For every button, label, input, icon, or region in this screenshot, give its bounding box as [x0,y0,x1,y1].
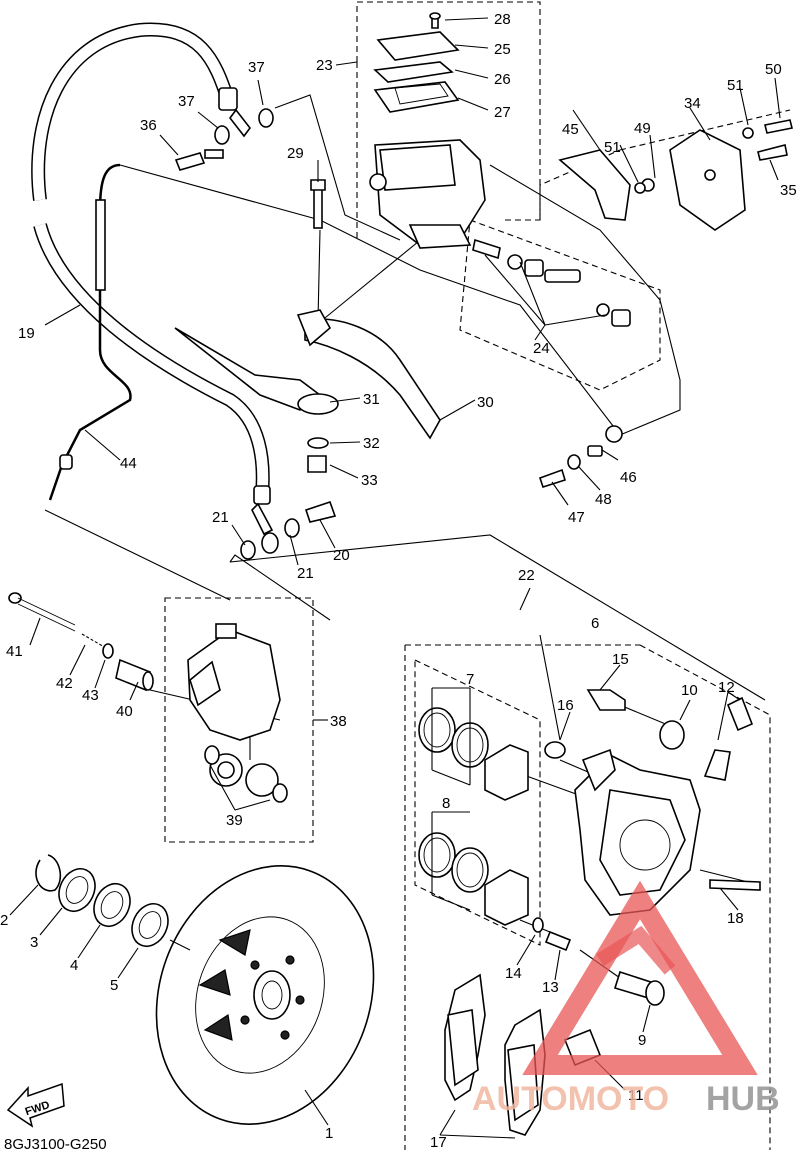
callout-12: 12 [718,679,735,696]
callout-26: 26 [494,71,511,88]
callout-4: 4 [70,957,78,974]
callout-24: 24 [533,340,550,357]
watermark-text-part2: HUB [706,1080,780,1118]
callout-21a: 21 [212,509,229,526]
callout-51b: 51 [604,139,621,156]
callout-15: 15 [612,651,629,668]
callout-44: 44 [120,455,137,472]
callout-13: 13 [542,979,559,996]
callout-46: 46 [620,469,637,486]
callout-6: 6 [591,615,599,632]
callout-45: 45 [562,121,579,138]
callout-1: 1 [325,1125,333,1142]
callout-50: 50 [765,61,782,78]
callout-37a: 37 [248,59,265,76]
pin-assembly [8,592,154,692]
brake-disc [155,865,375,1125]
callout-8: 8 [442,795,450,812]
callout-30: 30 [477,394,494,411]
watermark-logo: AUTOMOTO HUB [472,880,780,1118]
callout-36: 36 [140,117,157,134]
callout-39: 39 [226,812,243,829]
callout-10: 10 [681,682,698,699]
upper-fasteners [174,108,623,560]
callout-31: 31 [363,391,380,408]
callout-49: 49 [634,120,651,137]
callout-leaders [9,17,781,1139]
callout-5: 5 [110,977,118,994]
callout-33: 33 [361,472,378,489]
callout-27: 27 [494,104,511,121]
callout-16: 16 [557,697,574,714]
levers [174,309,441,440]
callout-19: 19 [18,325,35,342]
callout-43: 43 [82,687,99,704]
brake-pads [444,973,546,1136]
callout-2: 2 [0,912,8,929]
caliper-right [532,689,761,1067]
callout-17: 17 [430,1134,447,1151]
callout-37b: 37 [178,93,195,110]
callout-38: 38 [330,713,347,730]
brake-hose [31,22,274,536]
master-cylinder [369,12,486,249]
brake-cable [48,163,132,501]
bracket-assembly [558,119,793,231]
callout-18: 18 [727,910,744,927]
callout-3: 3 [30,934,38,951]
callout-14: 14 [505,965,522,982]
callout-40: 40 [116,703,133,720]
callout-23: 23 [316,57,333,74]
callout-51a: 51 [727,77,744,94]
callout-28: 28 [494,11,511,28]
callout-11: 11 [628,1087,644,1104]
diagram-code: 8GJ3100-G250 [4,1136,107,1153]
callout-47: 47 [568,509,585,526]
callout-48: 48 [595,491,612,508]
callout-41: 41 [6,643,23,660]
caliper-left [187,623,288,803]
callout-42: 42 [56,675,73,692]
callout-32: 32 [363,435,380,452]
watermark-triangle-icon [522,880,758,1075]
watermark-text-part1: AUTOMOTO [472,1080,669,1118]
callout-25: 25 [494,41,511,58]
callout-21b: 21 [297,565,314,582]
callout-34: 34 [684,95,701,112]
callout-29: 29 [287,145,304,162]
seal-kits [418,687,529,926]
fwd-arrow-icon: FWD [6,1082,65,1128]
callout-20: 20 [333,547,350,564]
piston-kit [472,238,631,327]
callout-labels: 1 2 3 4 5 6 7 8 9 10 11 12 13 14 15 16 1… [0,11,797,1151]
callout-35: 35 [780,182,797,199]
callout-9: 9 [638,1032,646,1049]
hub-washers [35,854,169,947]
callout-22: 22 [518,567,535,584]
callout-7: 7 [466,671,474,688]
